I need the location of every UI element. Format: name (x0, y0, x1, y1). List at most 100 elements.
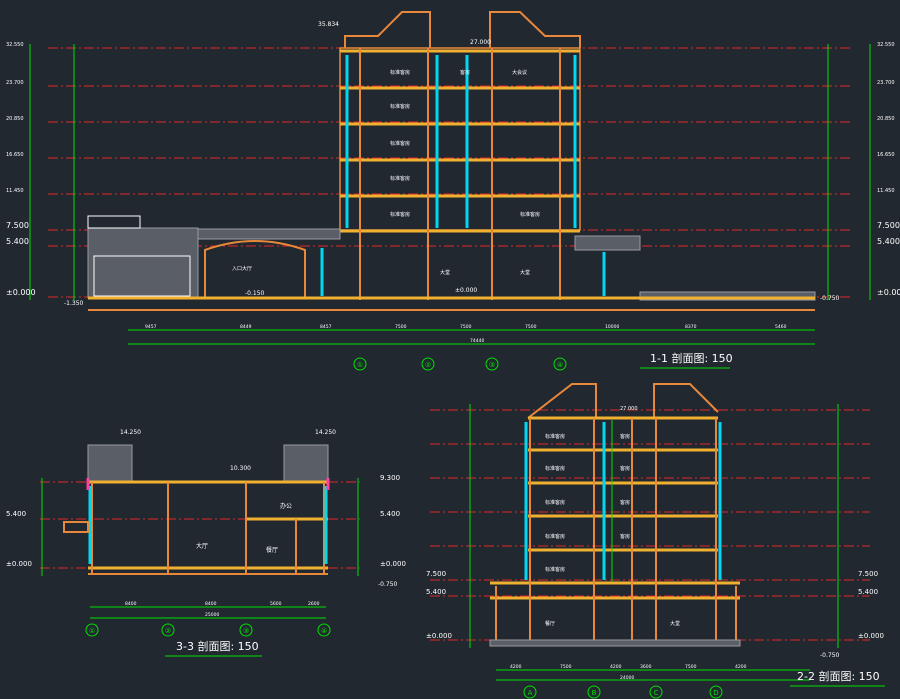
room-label: 标准客房 (390, 140, 410, 147)
level-label-left: 5.400 (6, 237, 29, 246)
room-label: 入口大厅 (232, 265, 252, 272)
s11-podium (87, 215, 816, 311)
dim-value: 7500 (685, 664, 697, 670)
level-label-right: 5.400 (877, 237, 900, 246)
axis-bubble (421, 357, 435, 371)
level-label-right: 9.300 (380, 474, 400, 482)
axis-bubble (161, 623, 175, 637)
room-label: 大堂 (520, 269, 530, 276)
axis-bubble (317, 623, 331, 637)
level-label-right: 7.500 (877, 221, 900, 230)
room-label: 标准客房 (520, 211, 540, 218)
level-label-right: 5.400 (858, 588, 878, 596)
axis-label: ③ (243, 627, 249, 635)
elevation-mark: ±0.000 (455, 287, 477, 294)
axis-label: D (713, 689, 718, 697)
axis-label: ② (425, 361, 431, 369)
s11-entry-arch (204, 240, 306, 298)
s22-labels: 7.5005.400±0.0007.5005.400±0.000-0.75027… (426, 406, 885, 699)
room-label: 办公 (280, 502, 292, 510)
dim-value: 4200 (510, 664, 522, 670)
dim-value: 9457 (145, 324, 157, 330)
level-label-right: 5.400 (380, 510, 400, 518)
top-elevation: 10.300 (230, 465, 251, 472)
room-label: 标准客房 (390, 211, 410, 218)
axis-bubble (353, 357, 367, 371)
dim-value: 4200 (610, 664, 622, 670)
dim-value: 8400 (125, 601, 137, 607)
level-label-right: ±0.000 (877, 288, 900, 297)
top-elevation: 35.834 (318, 21, 339, 28)
top-elevation: 27.000 (620, 406, 638, 412)
room-label: 标准客房 (545, 433, 565, 440)
s11-roof-right (489, 11, 581, 48)
room-label: 标准客房 (545, 499, 565, 506)
room-label: 标准客房 (390, 103, 410, 110)
room-label: 大会议 (512, 69, 527, 76)
level-label-left: 11.450 (6, 188, 24, 194)
room-label: 标准客房 (545, 566, 565, 573)
room-label: 餐厅 (545, 620, 555, 627)
level-label-right: 7.500 (858, 570, 878, 578)
dim-value: 10000 (605, 324, 619, 330)
level-label-right: 32.550 (877, 42, 895, 48)
axis-label: A (528, 689, 533, 697)
s11-podium-roof (197, 228, 341, 240)
dim-total: 25000 (205, 612, 219, 618)
s22-ground-hatch (489, 639, 741, 647)
dim-value: 7500 (395, 324, 407, 330)
dim-value: 8457 (320, 324, 332, 330)
level-label-left: 7.500 (426, 570, 446, 578)
axis-label: ③ (489, 361, 495, 369)
dim-value: 5460 (775, 324, 787, 330)
s11-door-frame (93, 255, 191, 297)
level-label-left: ±0.000 (426, 632, 452, 640)
s33-right-pavilion (283, 444, 329, 482)
axis-bubble (523, 685, 537, 699)
top-elevation: 27.000 (470, 39, 491, 46)
s11-tower (339, 11, 581, 300)
axis-bubble (485, 357, 499, 371)
section-1-1: 32.550 23.700 20.850 16.650 11.450 7.500 5.400… (6, 11, 900, 371)
room-label: 客房 (620, 433, 630, 440)
room-label: 客房 (620, 465, 630, 472)
level-label-right: 16.650 (877, 152, 895, 158)
s11-dimensions (29, 44, 871, 345)
section-title: 3-3 剖面图: 150 (176, 639, 259, 653)
dim-value: 7500 (525, 324, 537, 330)
elevation-mark: -1.350 (64, 300, 84, 307)
section-2-2: 7.5005.400±0.0007.5005.400±0.000-0.75027… (426, 383, 885, 699)
level-label-left: 23.700 (6, 80, 24, 86)
s11-hatched-wall-left (87, 227, 199, 299)
room-label: 标准客房 (390, 175, 410, 182)
top-elevation: 14.250 (120, 429, 141, 436)
axis-bubble (553, 357, 567, 371)
dim-total: 24000 (620, 675, 634, 681)
level-label-left: ±0.000 (6, 560, 32, 568)
dim-value: 5600 (270, 601, 282, 607)
axis-bubble (85, 623, 99, 637)
axis-bubble (649, 685, 663, 699)
dim-value: 3600 (640, 664, 652, 670)
room-label: 客房 (460, 69, 470, 76)
room-label: 餐厅 (266, 546, 278, 554)
level-label-right: 20.850 (877, 116, 895, 122)
level-label-right: 11.450 (877, 188, 895, 194)
room-label: 客房 (620, 533, 630, 540)
axis-bubble (709, 685, 723, 699)
axis-label: B (592, 689, 597, 697)
axis-bubble (587, 685, 601, 699)
axis-label: ② (165, 627, 171, 635)
room-label: 标准客房 (545, 533, 565, 540)
level-label-left: 16.650 (6, 152, 24, 158)
s33-left-stair (63, 521, 89, 533)
level-label-right: ±0.000 (858, 632, 884, 640)
s11-parapet-left (87, 215, 141, 229)
dim-value: 7500 (460, 324, 472, 330)
axis-label: ① (89, 627, 95, 635)
dim-value: 8400 (205, 601, 217, 607)
room-label: 标准客房 (390, 69, 410, 76)
level-label-right: -0.750 (378, 581, 398, 588)
